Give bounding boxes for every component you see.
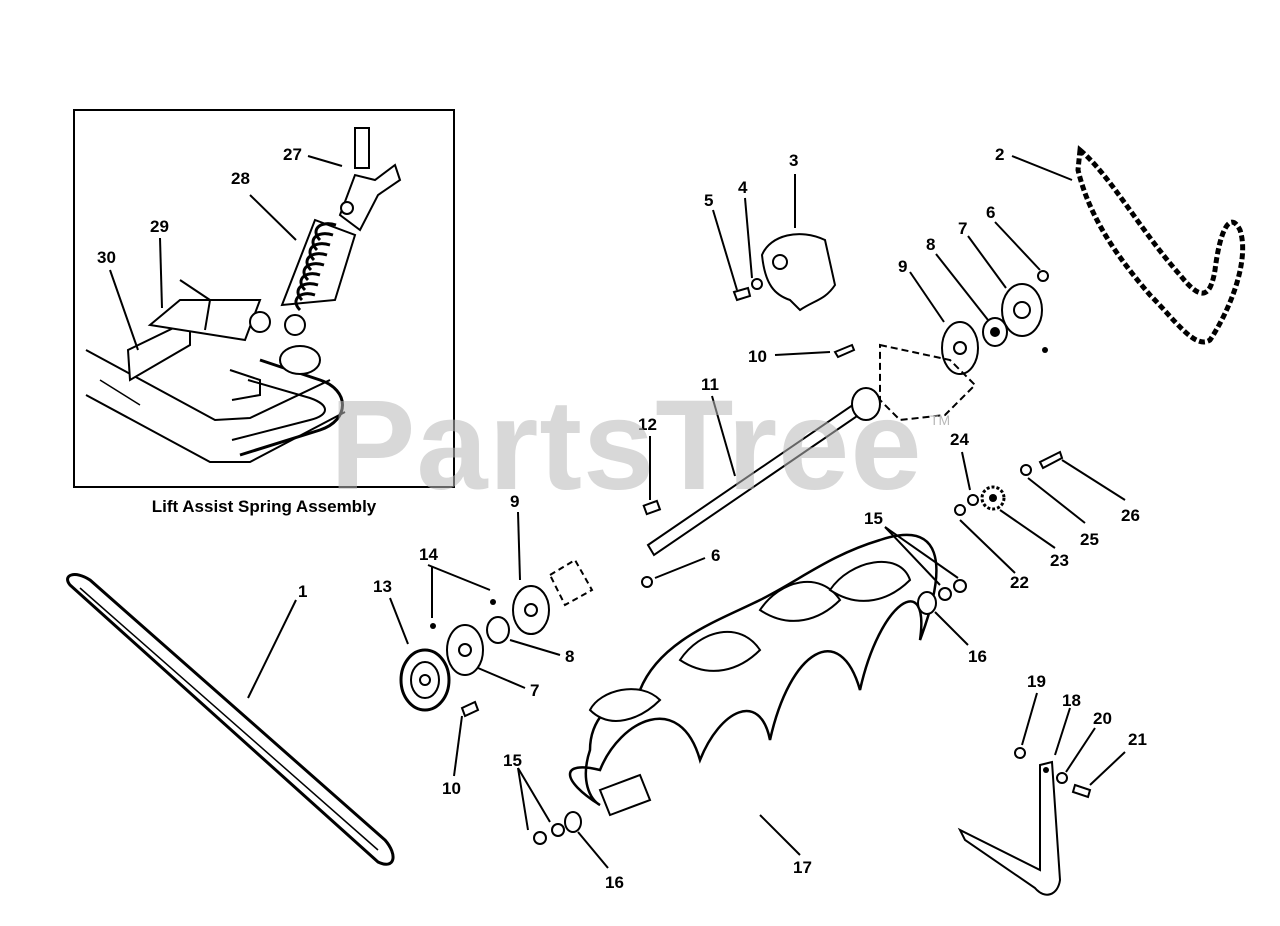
callout-19: 19 bbox=[1027, 672, 1046, 691]
sprocket-group: 24 22 23 25 26 bbox=[950, 430, 1140, 592]
callout-20: 20 bbox=[1093, 709, 1112, 728]
callout-6-left: 6 bbox=[711, 546, 720, 565]
callout-26: 26 bbox=[1121, 506, 1140, 525]
left-auger-hardware: 15 16 bbox=[503, 751, 624, 892]
callout-16-right: 16 bbox=[968, 647, 987, 666]
callout-10-right: 10 bbox=[748, 347, 767, 366]
callout-18: 18 bbox=[1062, 691, 1081, 710]
callout-15-left: 15 bbox=[503, 751, 522, 770]
right-bearing-group: 6 7 8 9 10 bbox=[748, 203, 1049, 422]
callout-30: 30 bbox=[97, 248, 116, 267]
callout-3: 3 bbox=[789, 151, 798, 170]
auger-shaft: 11 12 bbox=[638, 375, 881, 557]
callout-24: 24 bbox=[950, 430, 969, 449]
callout-8-left: 8 bbox=[565, 647, 574, 666]
watermark-trademark: TM bbox=[930, 412, 951, 428]
callout-2: 2 bbox=[995, 145, 1004, 164]
callout-16-left: 16 bbox=[605, 873, 624, 892]
inset-spring bbox=[249, 218, 357, 336]
chain: 2 bbox=[995, 145, 1246, 345]
callout-27: 27 bbox=[283, 145, 302, 164]
callout-23: 23 bbox=[1050, 551, 1069, 570]
v-belt: 1 bbox=[66, 573, 395, 866]
callout-25: 25 bbox=[1080, 530, 1099, 549]
callout-8-right: 8 bbox=[926, 235, 935, 254]
callout-4: 4 bbox=[738, 178, 748, 197]
callout-11: 11 bbox=[701, 375, 719, 394]
callout-7-right: 7 bbox=[958, 219, 967, 238]
callout-9-right: 9 bbox=[898, 257, 907, 276]
callout-22: 22 bbox=[1010, 573, 1029, 592]
callout-6-right: 6 bbox=[986, 203, 995, 222]
watermark: PartsTree bbox=[330, 374, 923, 517]
callout-5: 5 bbox=[704, 191, 713, 210]
callout-15-right: 15 bbox=[864, 509, 883, 528]
inset-panel: 27 28 29 30 bbox=[73, 109, 455, 488]
callout-29: 29 bbox=[150, 217, 169, 236]
callout-28: 28 bbox=[231, 169, 250, 188]
skid-shoe-group: 19 18 20 21 bbox=[957, 672, 1147, 896]
callout-14: 14 bbox=[419, 545, 438, 564]
inset-hook bbox=[338, 127, 402, 232]
callout-7-left: 7 bbox=[530, 681, 539, 700]
callout-9-left: 9 bbox=[510, 492, 519, 511]
callout-17: 17 bbox=[793, 858, 812, 877]
left-bearing-group: 9 6 8 7 14 13 10 bbox=[373, 492, 720, 798]
callout-10-left: 10 bbox=[442, 779, 461, 798]
inset-caption: Lift Assist Spring Assembly bbox=[151, 497, 377, 516]
bearing-cover: 3 4 5 bbox=[704, 151, 837, 312]
right-auger-hardware: 15 16 bbox=[864, 509, 987, 666]
callout-21: 21 bbox=[1128, 730, 1147, 749]
auger-spiral: 17 bbox=[568, 533, 938, 877]
callout-12: 12 bbox=[638, 415, 657, 434]
callout-13: 13 bbox=[373, 577, 392, 596]
callout-1: 1 bbox=[298, 582, 307, 601]
